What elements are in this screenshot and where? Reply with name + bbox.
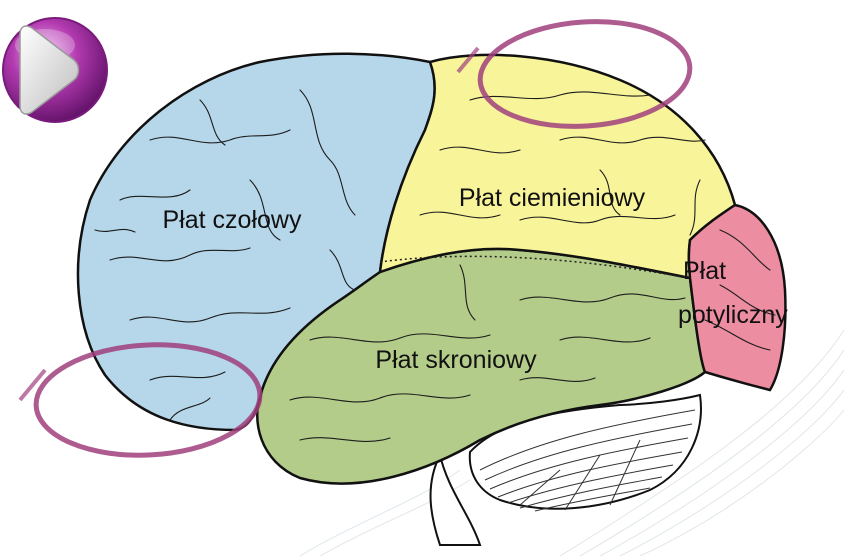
label-temporal-lobe: Płat skroniowy (375, 346, 537, 374)
label-frontal-lobe: Płat czołowy (163, 206, 302, 234)
label-occipital-lobe-line1: Płat (683, 257, 726, 285)
occipital-lobe (689, 205, 786, 390)
label-parietal-lobe: Płat ciemieniowy (459, 184, 646, 212)
play-button[interactable] (3, 18, 107, 122)
label-occipital-lobe-line2: potyliczny (678, 301, 788, 329)
